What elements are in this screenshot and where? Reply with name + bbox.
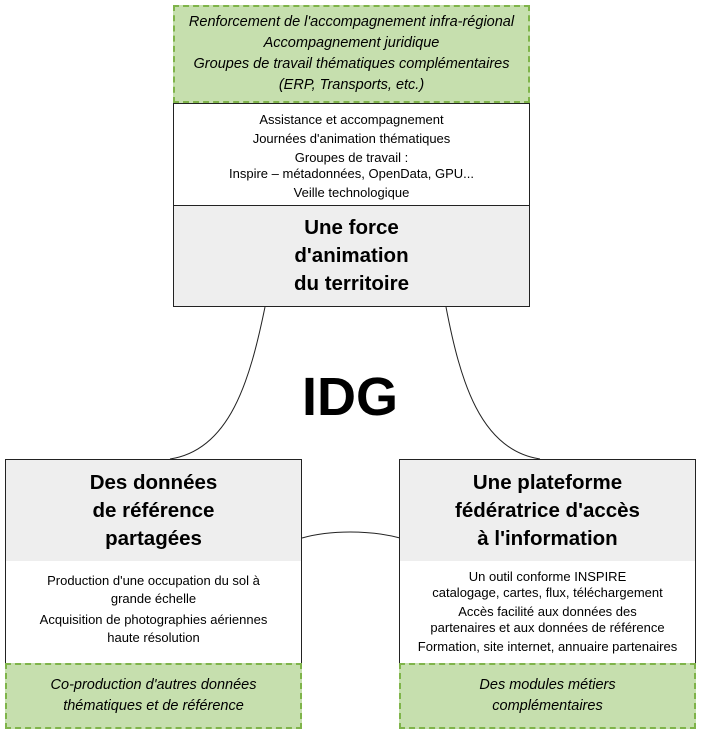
right-extra-line: Des modules métiers [479, 677, 616, 693]
left-extra-line: Co-production d'autres données [50, 677, 257, 693]
left-detail-line: grande échelle [110, 591, 197, 606]
left-title-box: Des données de référence partagées [5, 459, 302, 562]
right-detail-line: Formation, site internet, annuaire parte… [417, 639, 678, 654]
left-extra-line: thématiques et de référence [63, 698, 244, 714]
right-extra-line: complémentaires [492, 698, 603, 714]
top-extras-box: Renforcement de l'accompagnement infra-r… [173, 5, 530, 103]
right-detail-line: catalogage, cartes, flux, téléchargement [432, 585, 663, 600]
top-title-line: du territoire [293, 272, 410, 295]
right-title-line: à l'information [477, 526, 618, 550]
connector-top-left [169, 306, 266, 460]
idg-label: IDG [301, 367, 398, 427]
top-extra-line: Accompagnement juridique [263, 35, 440, 51]
top-title-line: Une force [304, 216, 399, 239]
top-title-box: Une force d'animation du territoire [173, 205, 530, 307]
right-title-line: fédératrice d'accès [455, 498, 640, 522]
right-title-box: Une plateforme fédératrice d'accès à l'i… [399, 459, 696, 562]
top-detail-line: Groupes de travail : [294, 150, 409, 165]
left-title-line: partagées [105, 526, 202, 550]
right-title-line: Une plateforme [472, 470, 623, 494]
left-details-box: Production d'une occupation du sol à gra… [5, 561, 302, 664]
left-title-line: Des données [89, 470, 218, 494]
top-detail-line: Veille technologique [293, 185, 410, 200]
top-detail-line: Inspire – métadonnées, OpenData, GPU... [229, 166, 474, 181]
left-title-line: de référence [92, 498, 215, 522]
right-details-box: Un outil conforme INSPIRE catalogage, ca… [399, 561, 696, 664]
right-extras-box: Des modules métiers complémentaires [399, 663, 696, 729]
left-detail-line: Acquisition de photographies aériennes [39, 612, 268, 627]
right-detail-line: partenaires et aux données de référence [430, 620, 665, 635]
right-detail-line: Accès facilité aux données des [458, 604, 637, 619]
top-extra-line: Renforcement de l'accompagnement infra-r… [188, 14, 515, 30]
left-detail-line: Production d'une occupation du sol à [47, 573, 260, 588]
top-details-box: Assistance et accompagnement Journées d'… [173, 103, 530, 206]
top-detail-line: Journées d'animation thématiques [252, 131, 451, 146]
top-extra-line: (ERP, Transports, etc.) [278, 77, 425, 93]
top-extra-line: Groupes de travail thématiques complémen… [193, 56, 510, 72]
top-detail-line: Assistance et accompagnement [259, 112, 444, 127]
connector-top-right [445, 306, 541, 460]
left-detail-line: haute résolution [107, 630, 200, 645]
connector-left-right [301, 531, 401, 539]
top-title-line: d'animation [294, 244, 409, 267]
left-extras-box: Co-production d'autres données thématiqu… [5, 663, 302, 729]
right-detail-line: Un outil conforme INSPIRE [468, 569, 627, 584]
